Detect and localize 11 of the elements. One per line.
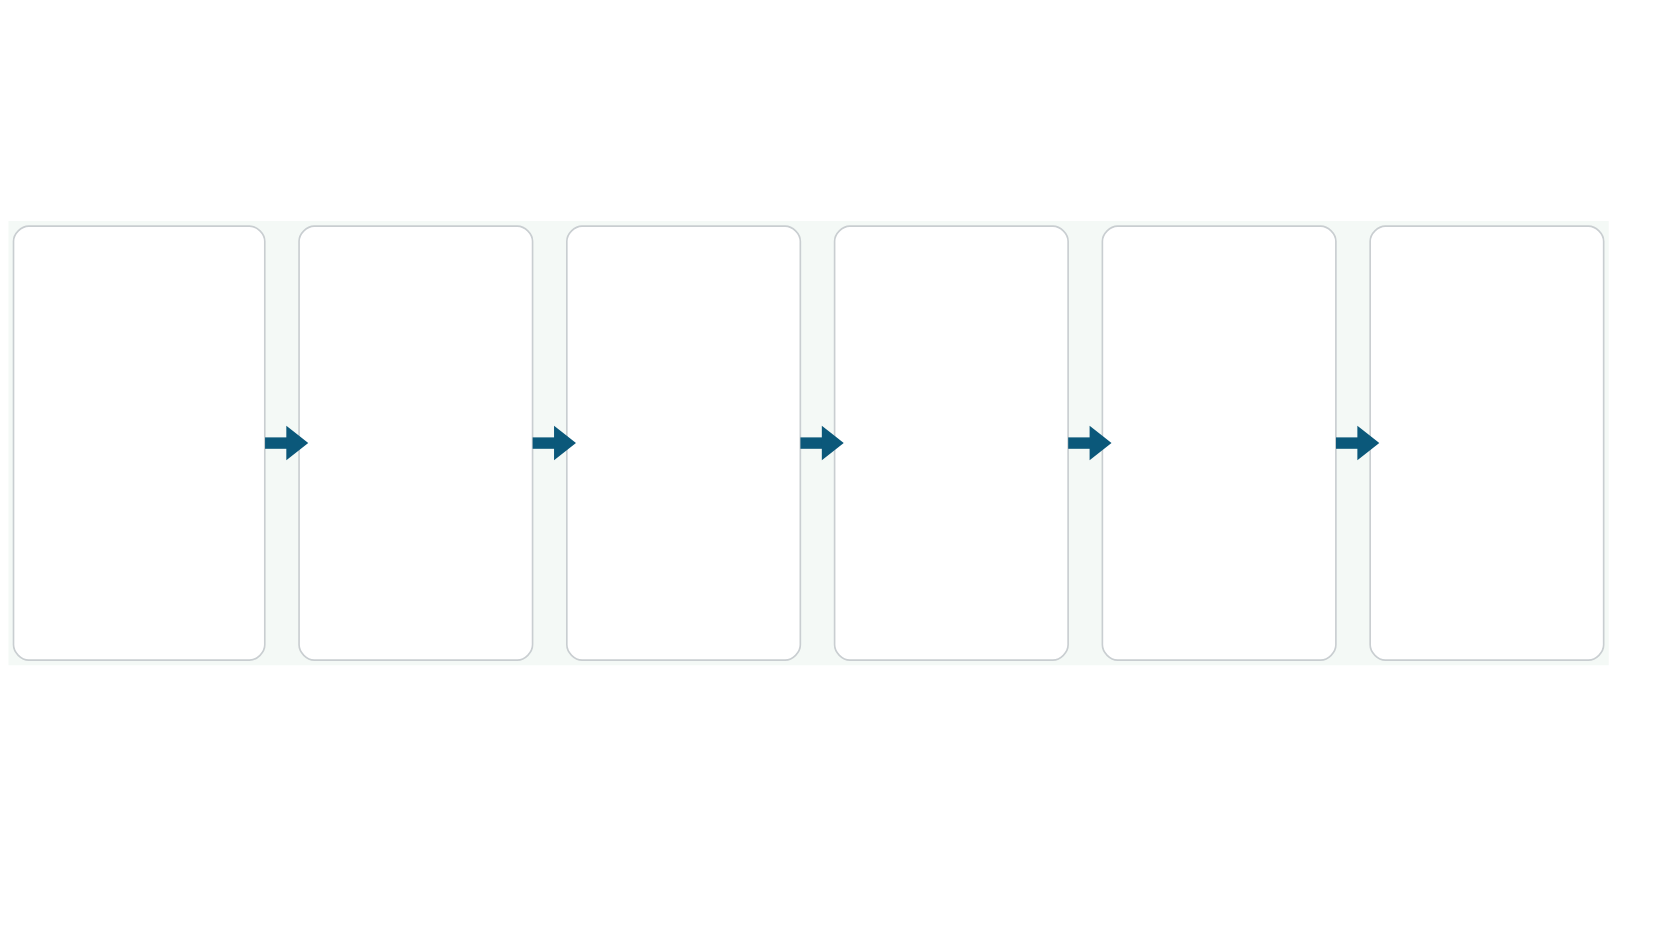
arrow — [1335, 425, 1380, 461]
arrow — [800, 425, 844, 461]
node-box — [298, 225, 534, 661]
arrow — [265, 425, 309, 461]
node-box — [1369, 225, 1605, 661]
node-box — [12, 225, 266, 661]
node-box — [566, 225, 802, 661]
node-box — [833, 225, 1069, 661]
arrow — [1068, 425, 1112, 461]
arrow — [532, 425, 576, 461]
node-box — [1101, 225, 1337, 661]
